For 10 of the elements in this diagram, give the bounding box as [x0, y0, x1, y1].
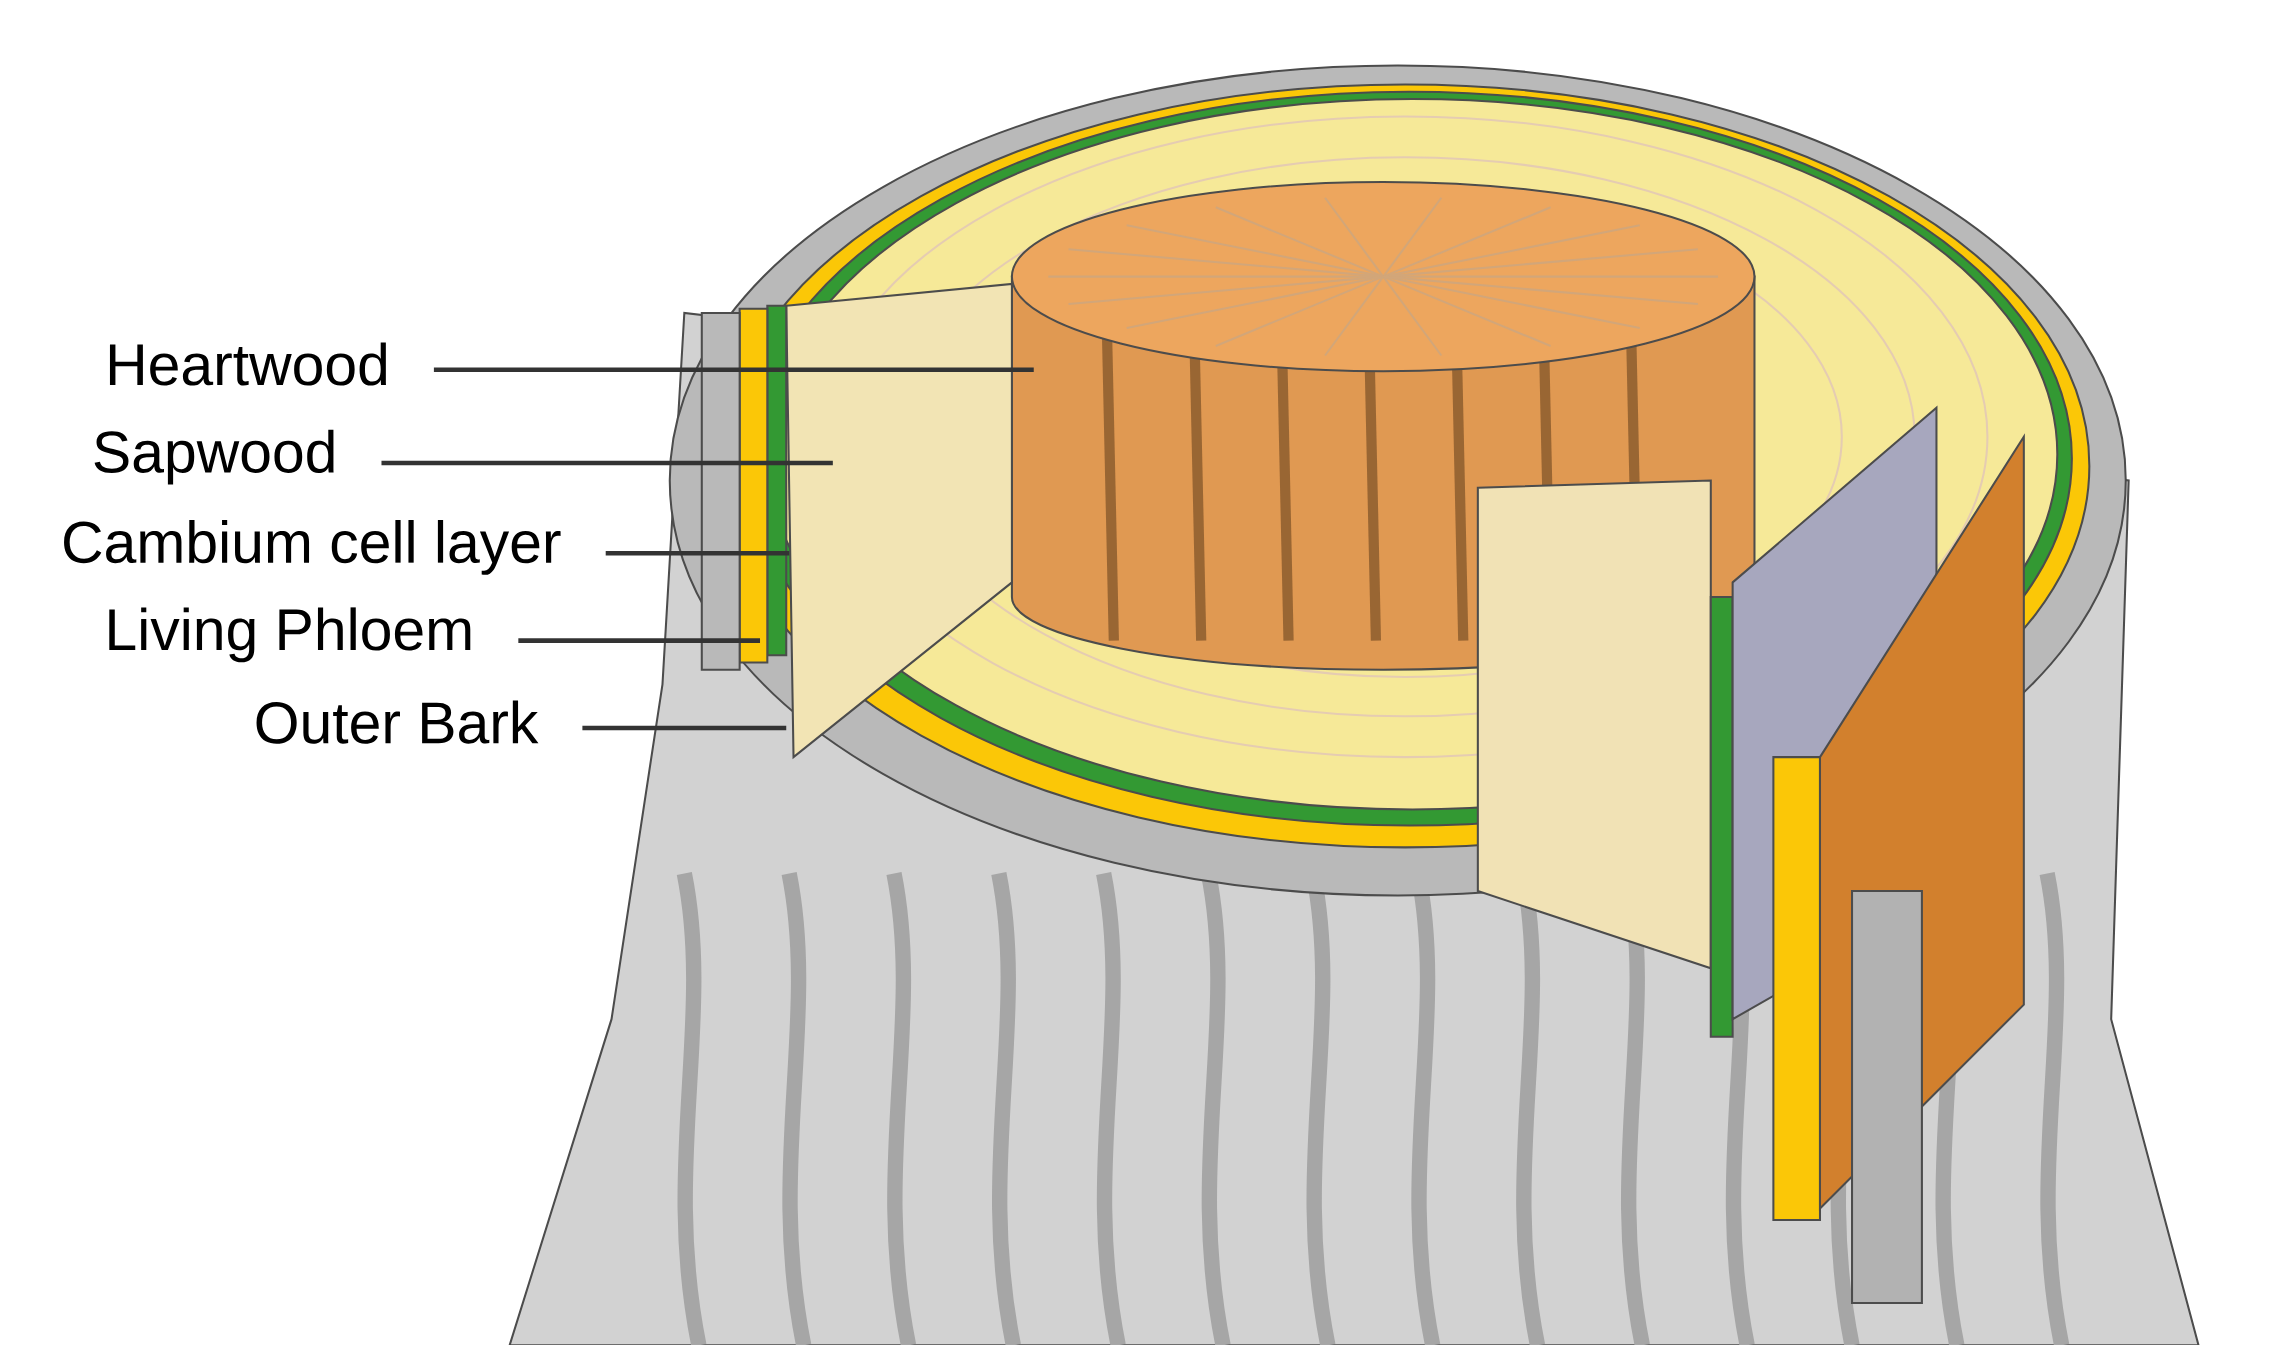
layer-label: Heartwood: [109, 342, 386, 386]
leader-line: [381, 460, 833, 466]
leader-line: [582, 725, 787, 731]
layer-label: Living Phloem: [109, 607, 471, 663]
layer-label: Sapwood: [94, 429, 334, 485]
layer-label: Outer Bark: [256, 700, 539, 744]
leader-line: [605, 550, 790, 556]
leader-line: [518, 638, 760, 643]
layer-label: Cambium cell layer: [64, 519, 561, 575]
leader-line: [433, 367, 1034, 372]
